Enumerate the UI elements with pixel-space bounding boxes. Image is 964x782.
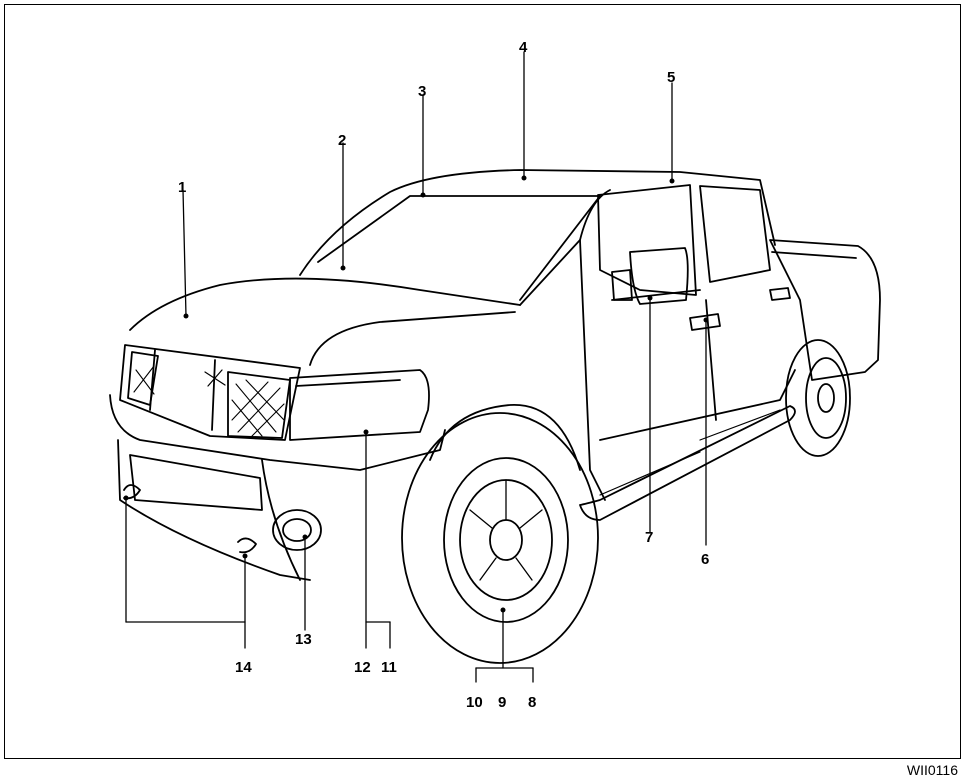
callout-5: 5 xyxy=(667,69,676,86)
diagram-frame xyxy=(4,4,961,759)
callout-1: 1 xyxy=(178,179,187,196)
callout-7: 7 xyxy=(645,529,654,546)
callout-3: 3 xyxy=(418,83,427,100)
callout-13: 13 xyxy=(295,631,312,648)
callout-8: 8 xyxy=(528,694,537,711)
callout-12: 12 xyxy=(354,659,371,676)
callout-11: 11 xyxy=(381,659,397,676)
callout-10: 10 xyxy=(466,694,483,711)
callout-4: 4 xyxy=(519,39,528,56)
callout-6: 6 xyxy=(701,551,710,568)
callout-14: 14 xyxy=(235,659,252,676)
callout-2: 2 xyxy=(338,132,347,149)
callout-9: 9 xyxy=(498,694,507,711)
figure-id: WII0116 xyxy=(906,762,958,778)
